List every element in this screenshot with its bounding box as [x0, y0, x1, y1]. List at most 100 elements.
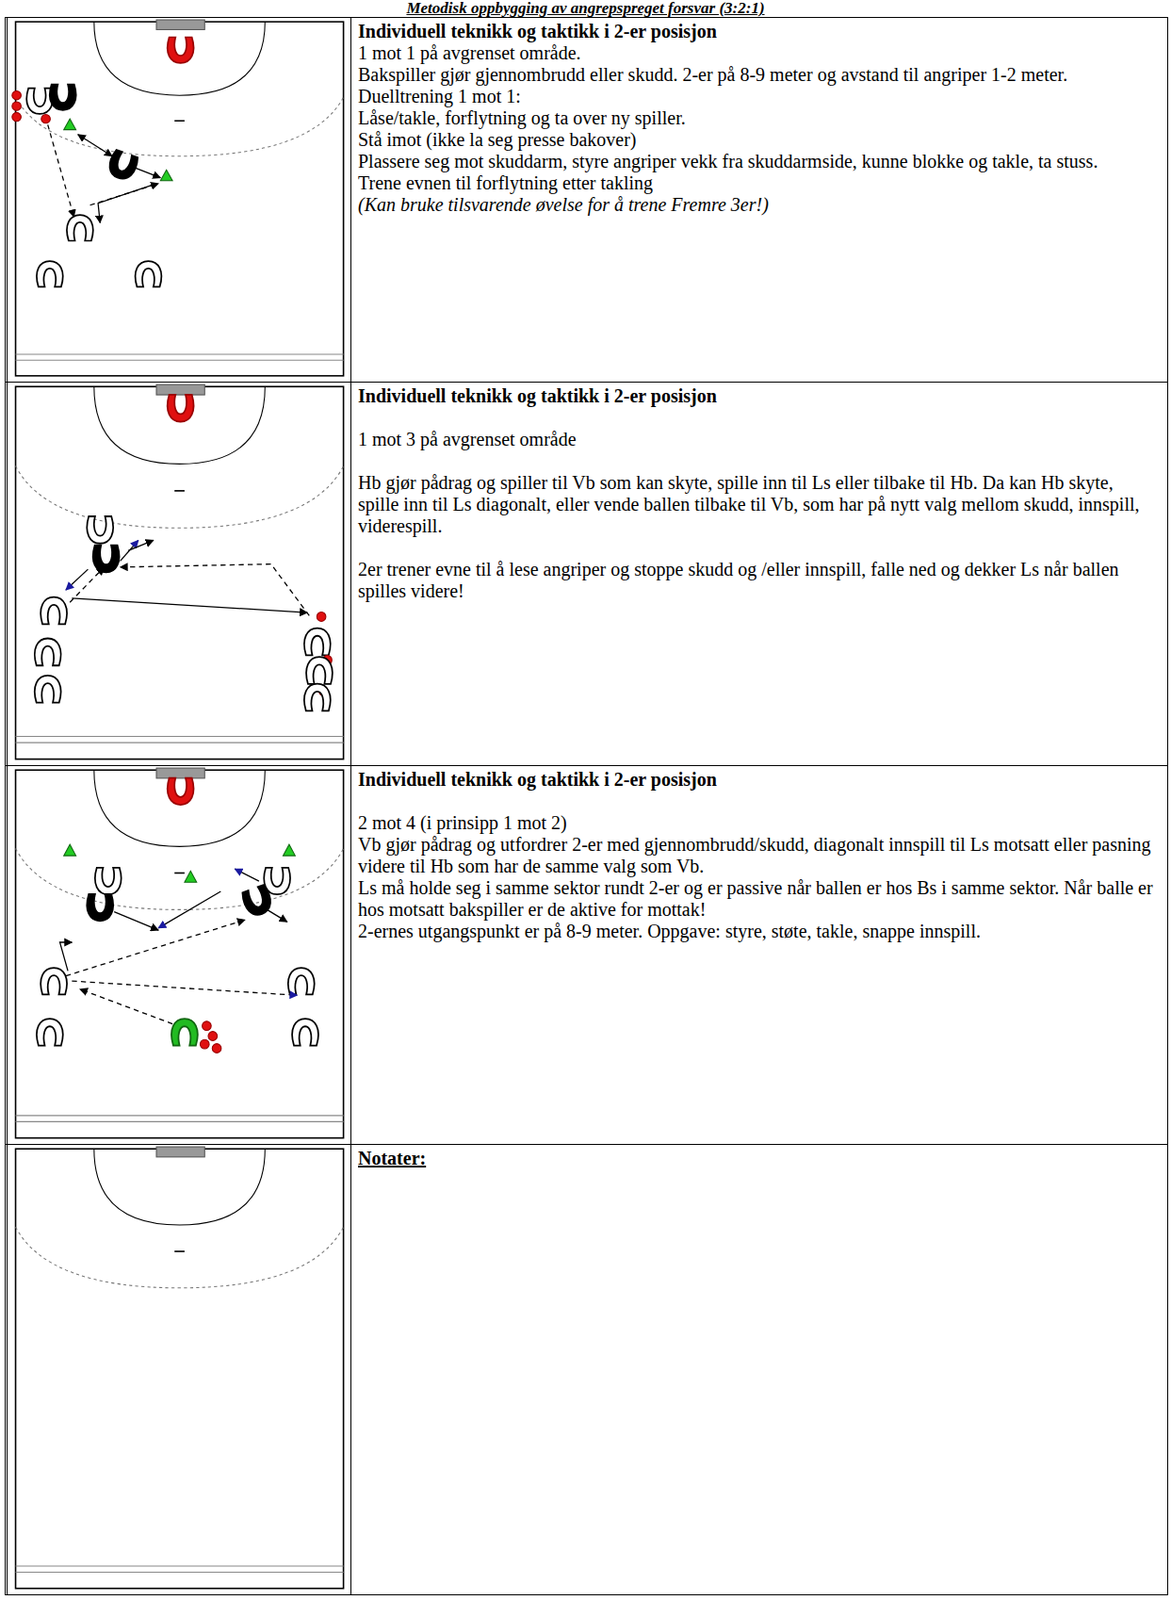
player-symbol [292, 1018, 319, 1045]
player-symbol [95, 867, 122, 895]
ball [41, 113, 51, 123]
table-cell [350, 1143, 1169, 1595]
seven-meter-mark [174, 872, 185, 875]
player-symbol [167, 394, 195, 423]
free-throw-line [16, 1226, 344, 1288]
movement-arrow [266, 909, 287, 922]
player-symbol [86, 894, 114, 921]
player-symbol [241, 883, 276, 918]
exercise-text: 1 mot 1 på avgrenset område. [357, 42, 1159, 65]
court-outline [16, 769, 344, 1138]
ball [12, 90, 22, 99]
goal [156, 19, 205, 30]
page-title: Metodisk oppbygging av angrepspreget for… [0, 0, 1171, 17]
exercise-text: Stå imot (ikke la seg presse bakover) [357, 129, 1159, 151]
exercise-text: Vb gjør pådrag og utfordrer 2-er med gje… [357, 833, 1159, 878]
exercise-text: Duelltrening 1 mot 1: [357, 85, 1159, 108]
ball [199, 1039, 210, 1049]
movement-arrow [158, 891, 221, 928]
movement-arrow [48, 124, 75, 217]
movement-arrow [71, 598, 308, 613]
goal [156, 1146, 205, 1157]
ball [211, 1043, 222, 1054]
movement-arrow [69, 567, 104, 602]
movement-arrow [113, 911, 159, 930]
player-symbol [304, 628, 331, 656]
player-symbol [304, 683, 331, 712]
goal-area-line [94, 386, 266, 464]
table-cell [4, 381, 352, 766]
player-symbol [306, 656, 333, 684]
cell-text: Individuell teknikk og taktikk i 2-er po… [357, 20, 1159, 216]
cone [283, 844, 296, 856]
movement-arrow [65, 919, 245, 976]
exercise-text: 2 mot 4 (i prinsipp 1 mot 2) [357, 812, 1159, 834]
ball [316, 612, 326, 622]
table-cell [4, 764, 352, 1145]
ball [208, 1031, 218, 1041]
player-symbol [93, 545, 120, 573]
seven-meter-mark [174, 119, 185, 122]
exercise-text: Plassere seg mot skuddarm, styre angripe… [357, 150, 1159, 173]
player-symbol [26, 88, 53, 114]
player-symbol [36, 1018, 64, 1045]
center-line [16, 742, 344, 744]
goal [156, 767, 205, 779]
goal-area-line [94, 1148, 266, 1225]
movement-arrow [97, 183, 157, 224]
court-diagram [7, 1145, 350, 1593]
center-line [16, 359, 344, 361]
exercise-text: Hb gjør pådrag og spiller til Vb som kan… [357, 471, 1159, 537]
movement-arrow [234, 868, 260, 881]
cone [64, 844, 77, 856]
goal [156, 384, 205, 395]
ball [202, 1021, 212, 1031]
player-symbol [86, 516, 114, 544]
court-outline [16, 21, 344, 376]
exercise-text: Trene evnen til forflytning etter taklin… [357, 172, 1159, 195]
movement-arrow [120, 564, 310, 617]
player-symbol [135, 260, 163, 287]
cone [184, 870, 197, 882]
movement-arrow [128, 539, 154, 551]
player-symbol [105, 148, 140, 182]
ball [12, 101, 22, 111]
movement-arrow [80, 989, 173, 1025]
player-symbol [288, 967, 315, 994]
ball [12, 112, 22, 121]
player-symbol [49, 83, 77, 110]
goal-area-line [94, 21, 266, 96]
player-symbol [34, 637, 62, 666]
player-symbol [66, 214, 94, 241]
center-line [16, 353, 344, 355]
court-diagram [7, 383, 350, 764]
center-line [16, 1571, 344, 1573]
movement-arrow [71, 980, 297, 995]
free-throw-line [16, 466, 344, 529]
center-line [16, 735, 344, 737]
player-symbol [36, 260, 64, 287]
table-cell [4, 16, 352, 383]
court-diagram [7, 766, 350, 1142]
seven-meter-mark [174, 489, 185, 492]
exercise-text: Bakspiller gjør gjennombrudd eller skudd… [357, 64, 1159, 86]
exercise-text: Notater: [357, 1147, 1159, 1170]
player-symbol [34, 675, 62, 703]
court-diagram [7, 18, 350, 380]
exercise-text: 2er trener evne til å lese angriper og s… [357, 558, 1159, 602]
exercise-text: 2-ernes utgangspunkt er på 8-9 meter. Op… [357, 920, 1159, 943]
cone [64, 118, 77, 130]
center-line [16, 1114, 344, 1116]
cell-text: Notater: [357, 1147, 1159, 1170]
goal-area-line [94, 769, 266, 846]
court-outline [16, 386, 344, 759]
player-symbol [167, 37, 195, 64]
movement-arrow [60, 942, 73, 971]
free-throw-line [16, 848, 344, 911]
movement-arrow [90, 183, 160, 206]
center-line [16, 1121, 344, 1123]
movement-arrow [130, 165, 161, 178]
player-symbol [40, 597, 67, 625]
player-symbol [171, 1018, 198, 1045]
center-line [16, 1564, 344, 1566]
